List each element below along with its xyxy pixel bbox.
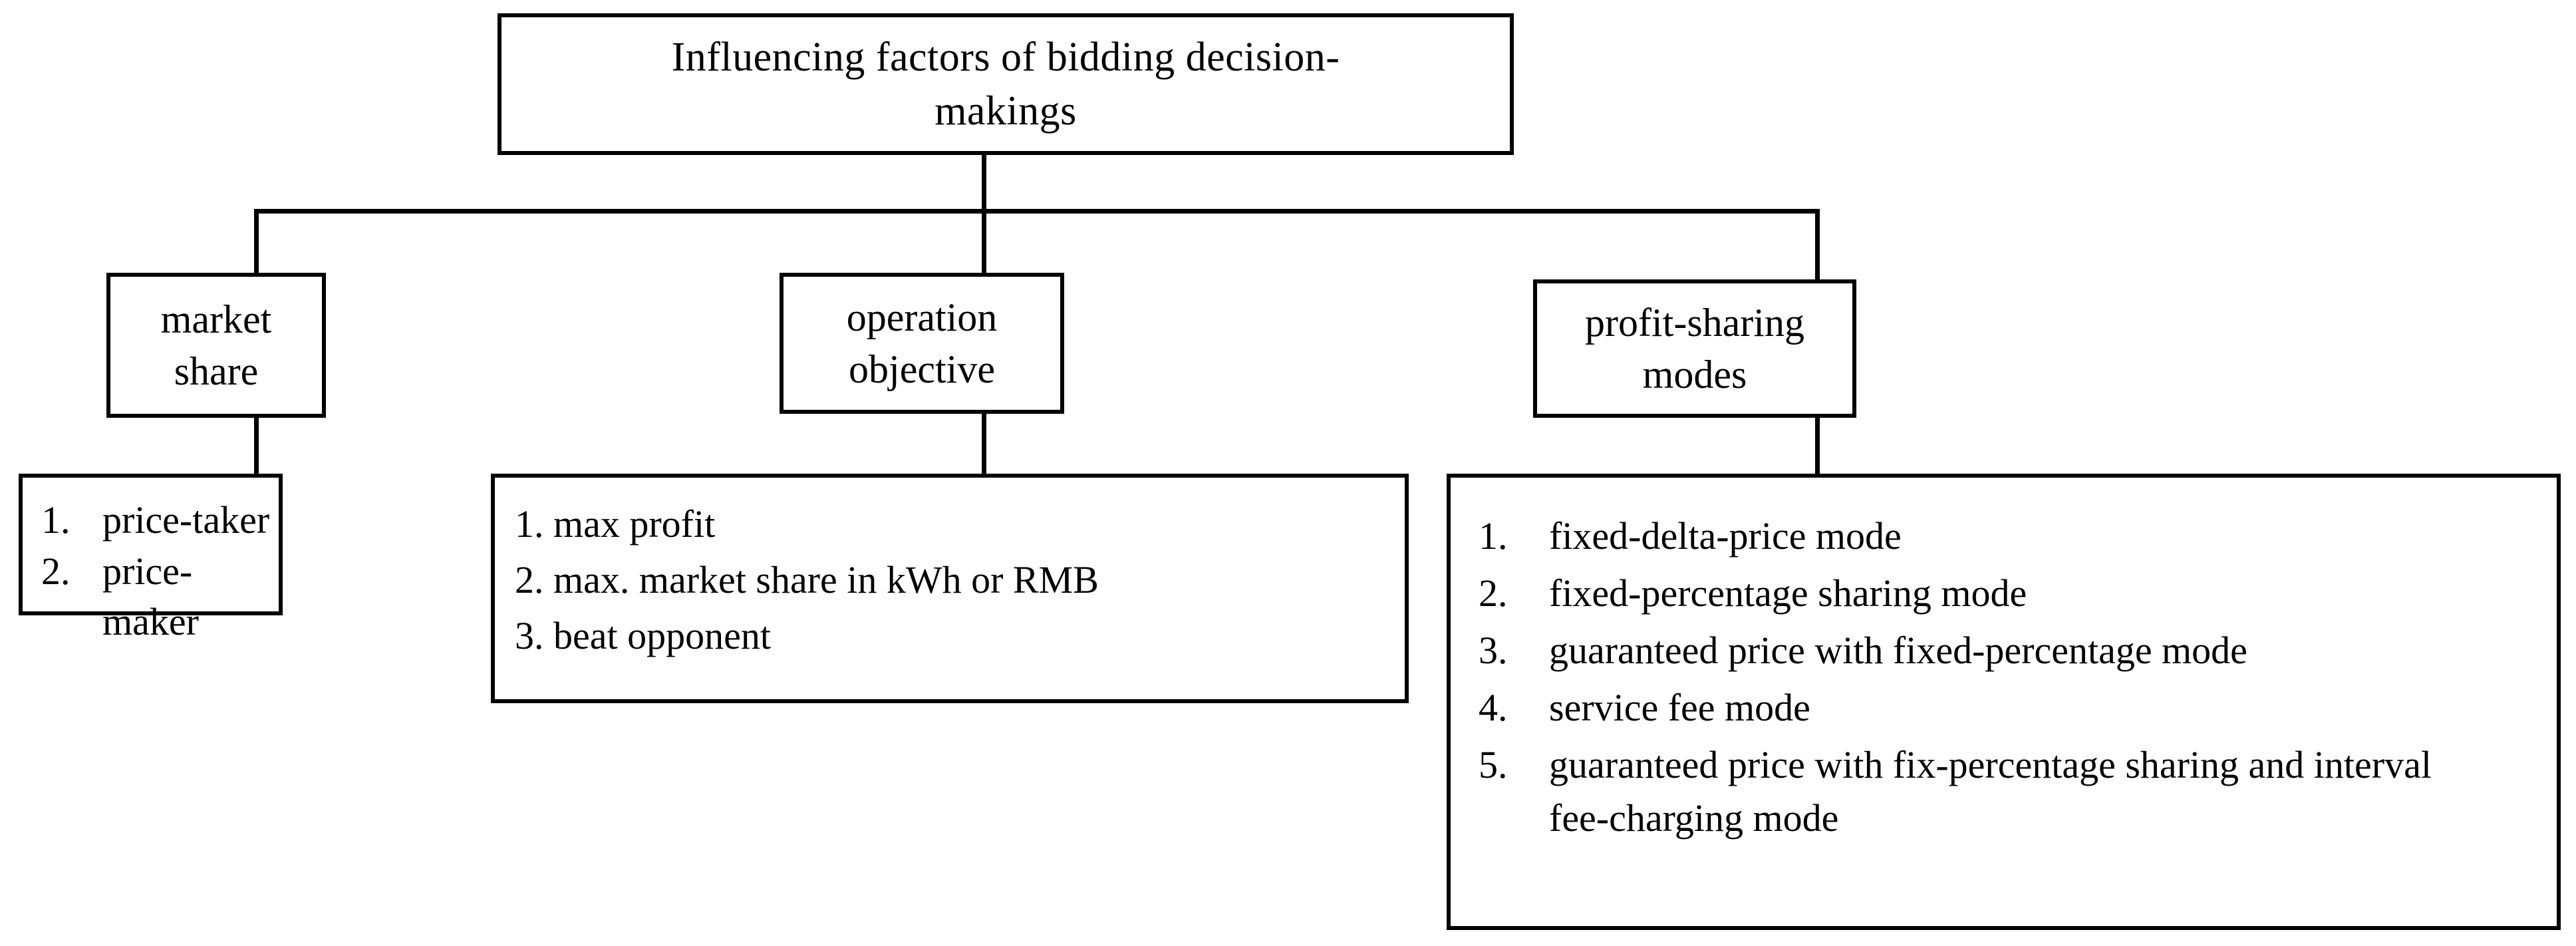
list-item: 3. beat opponent (515, 608, 1405, 664)
list-item-number: 4. (1479, 686, 1508, 730)
list-item: 1. max profit (515, 496, 1405, 552)
list-item-text: beat opponent (553, 614, 771, 658)
node-operation-objective: operation objective (780, 273, 1064, 414)
list-item: 5. guaranteed price with fix-percentage … (1479, 738, 2557, 845)
list-item: 2. price-maker (41, 546, 279, 648)
list-item-number: 1. (515, 502, 544, 546)
list-item-text: price-taker (102, 498, 270, 542)
connector-market-share-to-list (254, 414, 259, 476)
node-profit-sharing-line-2: modes (1642, 353, 1747, 396)
root-node-line-2: makings (934, 88, 1077, 134)
root-node-box: Influencing factors of bidding decision-… (498, 13, 1514, 155)
list-item: 1. fixed-delta-price mode (1479, 510, 2557, 563)
list-profit-sharing-modes: 1. fixed-delta-price mode 2. fixed-perce… (1451, 478, 2557, 849)
connector-bus-to-market-share (254, 209, 259, 275)
node-operation-objective-line-2: objective (849, 347, 995, 391)
list-box-profit-sharing-modes: 1. fixed-delta-price mode 2. fixed-perce… (1447, 474, 2561, 930)
list-item-text: max profit (553, 502, 716, 546)
list-item: 1. price-taker (41, 495, 279, 546)
list-item-number: 5. (1479, 743, 1508, 787)
connector-bus-to-profit-sharing (1815, 209, 1820, 283)
list-item-number: 2. (41, 549, 71, 593)
connector-bus-to-operation-objective (982, 209, 986, 275)
list-item-text: fixed-percentage sharing mode (1549, 571, 2027, 615)
node-market-share: market share (106, 273, 326, 418)
list-box-market-share: 1. price-taker 2. price-maker (19, 474, 283, 643)
connector-profit-sharing-to-list (1815, 414, 1820, 476)
list-item-text: guaranteed price with fixed-percentage m… (1549, 629, 2247, 673)
node-market-share-line-2: share (174, 349, 259, 393)
list-item-number: 2. (515, 558, 544, 602)
list-item-text: price-maker (102, 549, 199, 644)
root-node-line-1: Influencing factors of bidding decision- (671, 34, 1340, 80)
node-operation-objective-line-1: operation (846, 295, 998, 339)
list-item: 2. fixed-percentage sharing mode (1479, 567, 2557, 620)
list-item-number: 1. (41, 498, 71, 542)
list-item: 4. service fee mode (1479, 681, 2557, 734)
list-item-text: service fee mode (1549, 686, 1810, 730)
list-market-share: 1. price-taker 2. price-maker (23, 478, 279, 648)
connector-operation-objective-to-list (982, 410, 986, 476)
list-item: 3. guaranteed price with fixed-percentag… (1479, 624, 2557, 677)
list-item-number: 3. (1479, 629, 1508, 673)
list-item-text: guaranteed price with fix-percentage sha… (1549, 743, 2432, 840)
list-item-number: 1. (1479, 514, 1508, 557)
list-item-number: 3. (515, 614, 544, 658)
node-market-share-line-1: market (160, 297, 272, 341)
connector-horizontal-bus (254, 209, 1820, 214)
list-item-text: max. market share in kWh or RMB (553, 558, 1099, 602)
connector-root-to-bus (982, 155, 986, 214)
list-item: 2. max. market share in kWh or RMB (515, 552, 1405, 608)
list-operation-objective: 1. max profit 2. max. market share in kW… (495, 478, 1405, 664)
list-box-operation-objective: 1. max profit 2. max. market share in kW… (491, 474, 1409, 703)
node-profit-sharing-modes: profit-sharing modes (1533, 279, 1856, 418)
node-profit-sharing-line-1: profit-sharing (1585, 301, 1804, 345)
list-item-text: fixed-delta-price mode (1549, 514, 1902, 557)
list-item-number: 2. (1479, 571, 1508, 615)
